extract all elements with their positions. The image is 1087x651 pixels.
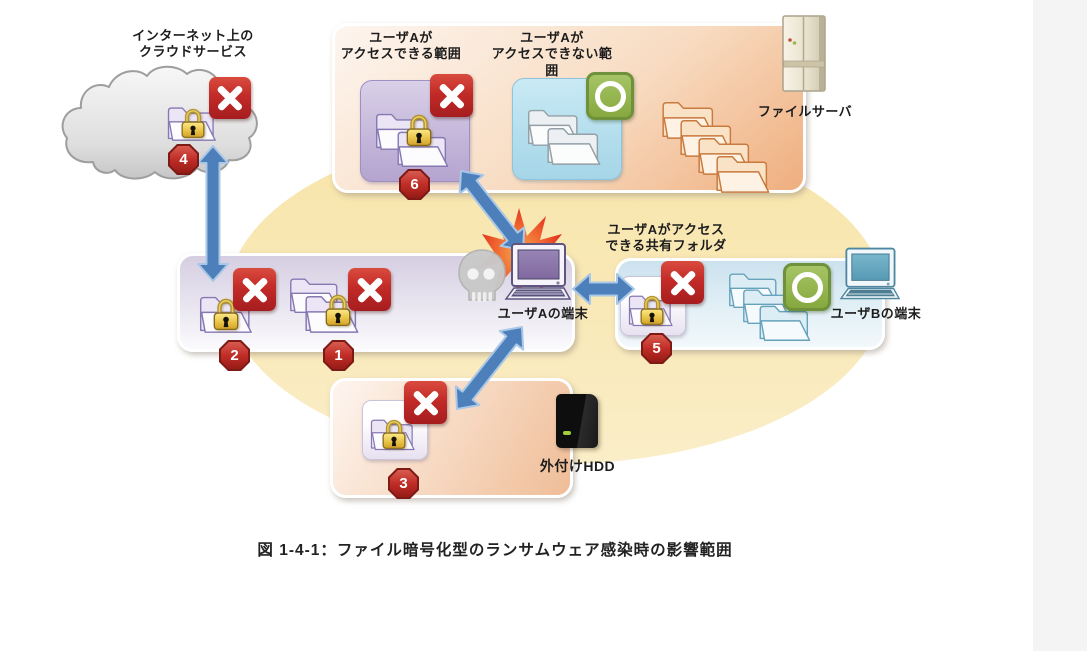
x-mark-icon xyxy=(404,381,447,424)
step-badge-4: 4 xyxy=(168,144,199,175)
folder-icon xyxy=(716,156,770,193)
lock-icon xyxy=(640,295,664,325)
fs-inaccessible-label: ユーザAが アクセスできない範囲 xyxy=(491,30,613,78)
figure-caption: 図 1-4-1：ファイル暗号化型のランサムウェア感染時の影響範囲 xyxy=(257,542,733,559)
external-hdd-label: 外付けHDD xyxy=(539,458,616,474)
o-mark-icon xyxy=(586,72,634,120)
lock-icon xyxy=(406,114,432,147)
x-mark-icon xyxy=(233,268,276,311)
step-badge-1: 1 xyxy=(323,340,354,371)
folder-icon xyxy=(547,128,601,165)
lock-icon xyxy=(213,298,239,331)
side-gray-strip xyxy=(1033,0,1087,651)
x-mark-icon xyxy=(348,268,391,311)
skull-icon xyxy=(458,249,506,302)
terminal-b-label: ユーザBの端末 xyxy=(830,306,922,321)
file-server-label: ファイルサーバ xyxy=(757,104,853,119)
step-badge-6: 6 xyxy=(399,169,430,200)
lock-icon xyxy=(181,108,205,138)
lock-icon xyxy=(325,294,351,327)
cloud-label: インターネット上の クラウドサービス xyxy=(132,28,254,60)
external-hdd-icon xyxy=(556,394,598,448)
step-badge-2: 2 xyxy=(219,340,250,371)
server-tower-icon xyxy=(782,15,826,92)
computer-a-icon xyxy=(504,243,572,300)
folder-icon xyxy=(759,305,811,341)
computer-b-icon xyxy=(839,247,901,300)
shared-folder-label: ユーザAがアクセス できる共有フォルダ xyxy=(605,222,727,254)
x-mark-icon xyxy=(661,261,704,304)
x-mark-icon xyxy=(209,77,251,119)
step-badge-3: 3 xyxy=(388,468,419,499)
terminal-a-label: ユーザAの端末 xyxy=(497,306,589,321)
step-badge-5: 5 xyxy=(641,333,672,364)
lock-icon xyxy=(382,419,406,449)
x-mark-icon xyxy=(430,74,473,117)
o-mark-icon xyxy=(783,263,831,311)
fs-accessible-label: ユーザAが アクセスできる範囲 xyxy=(340,30,462,62)
